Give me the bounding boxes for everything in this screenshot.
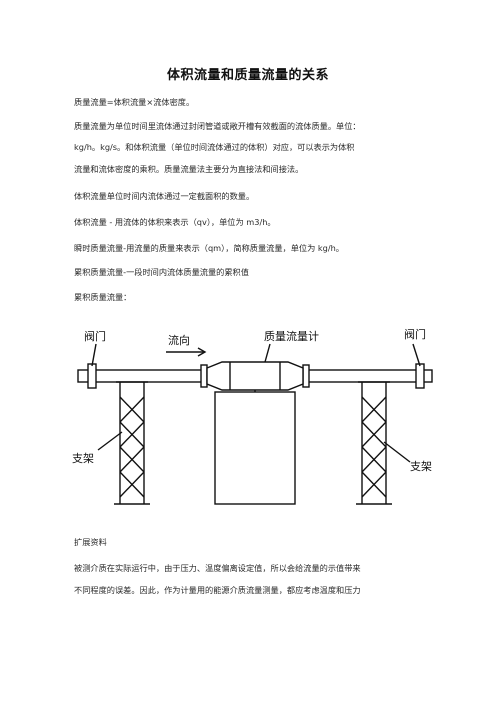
pipe-right <box>303 369 433 383</box>
label-valve-right: 阀门 <box>404 327 426 341</box>
flowmeter-transmitter-box <box>214 391 296 505</box>
paragraph: 流量和流体密度的乘积。质量流量法主要分为直接法和间接法。 <box>74 164 304 174</box>
flange-right <box>302 364 310 388</box>
label-valve-left: 阀门 <box>84 329 106 343</box>
flange-left <box>200 364 208 388</box>
support-left-icon <box>114 381 150 505</box>
section-heading: 扩展资料 <box>74 537 107 547</box>
page-title: 体积流量和质量流量的关系 <box>166 68 329 83</box>
paragraph: 不同程度的误差。因此，作为计量用的能源介质流量测量，都应考虑温度和压力 <box>74 585 361 595</box>
paragraph: 被测介质在实际运行中，由于压力、温度偏离设定值，所以会给流量的示值带来 <box>74 563 361 573</box>
valve-right-icon <box>415 363 425 389</box>
paragraph: 体积流量单位时间内流体通过一定截面积的数量。 <box>74 191 255 201</box>
label-mass-flowmeter: 质量流量计 <box>264 329 319 343</box>
flowmeter-installation-diagram: 阀门 流向 质量流量计 阀门 支架 支架 <box>72 327 433 505</box>
pipe-left <box>77 369 207 383</box>
paragraph: 累积质量流量： <box>74 292 132 302</box>
paragraph: kg/h。kg/s。和体积流量（单位时间流体通过的体积）对应，可以表示为体积 <box>74 142 355 152</box>
paragraph: 体积流量 - 用流体的体积来表示（qv），单位为 m3/h。 <box>74 217 276 227</box>
label-flow-direction: 流向 <box>168 333 190 347</box>
paragraph: 质量流量=体积流量×流体密度。 <box>74 97 195 107</box>
paragraph: 累积质量流量-一段时间内流体质量流量的累积值 <box>74 267 249 277</box>
flowmeter-sensor-icon <box>206 361 304 391</box>
label-support-left: 支架 <box>72 452 94 465</box>
valve-left-icon <box>87 363 97 389</box>
paragraph: 质量流量为单位时间里流体通过封闭管道或敞开槽有效截面的流体质量。单位： <box>74 121 361 131</box>
paragraph: 瞬时质量流量-用流量的质量来表示（qm），简称质量流量，单位为 kg/h。 <box>74 243 344 253</box>
label-support-right: 支架 <box>410 460 432 473</box>
support-right-icon <box>356 381 392 505</box>
